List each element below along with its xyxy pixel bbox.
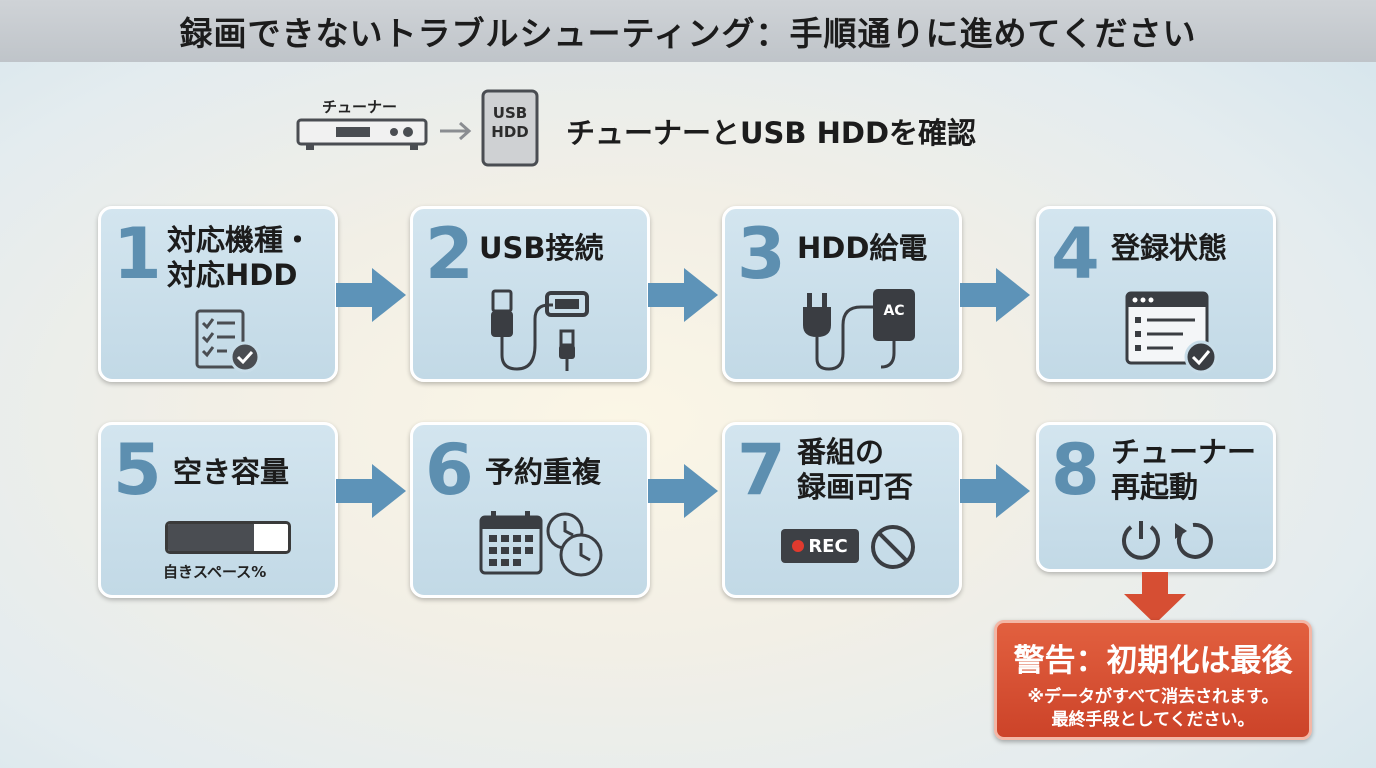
calendar-clock-icon <box>479 511 603 577</box>
step-number: 1 <box>113 213 162 295</box>
step-6: 6 予約重複 <box>410 422 650 598</box>
warning-title: 警告：初期化は最後 <box>1013 643 1293 679</box>
warning-arrow-icon <box>1124 572 1186 624</box>
step-number: 5 <box>113 429 162 511</box>
title-bar: 録画できないトラブルシューティング：手順通りに進めてください <box>0 0 1376 62</box>
flow-arrow-icon <box>960 464 1030 518</box>
step-label-line: 対応HDD <box>167 257 298 292</box>
flow-arrow-icon <box>648 464 718 518</box>
step-label: 登録状態 <box>1111 231 1227 266</box>
prohibited-icon <box>871 525 915 569</box>
power-plug-adapter-icon: AC <box>803 289 915 371</box>
tuner-icon <box>296 118 428 150</box>
step-2: 2 USB接続 <box>410 206 650 382</box>
page-title: 録画できないトラブルシューティング：手順通りに進めてください <box>179 14 1197 53</box>
step-label-line: 対応機種・ <box>167 223 313 257</box>
step-label-line: チューナー <box>1111 435 1257 469</box>
checklist-icon <box>195 309 261 373</box>
step-5: 5 空き容量 自きスペース% <box>98 422 338 598</box>
flow-arrow-icon <box>336 464 406 518</box>
step-number: 3 <box>737 213 786 295</box>
step-number: 4 <box>1051 213 1100 295</box>
step-label-line: HDD給電 <box>797 231 928 265</box>
step-number: 8 <box>1051 429 1100 511</box>
step-label: チューナー 再起動 <box>1111 435 1256 505</box>
warning-note-line: 最終手段としてください。 <box>1051 709 1255 730</box>
device-row: チューナー USB HDD チューナーとUSB HDDを確認 <box>296 88 1056 172</box>
step-number: 6 <box>425 429 474 511</box>
step-8: 8 チューナー 再起動 <box>1036 422 1276 572</box>
hdd-label-usb: USB <box>493 104 527 122</box>
hdd-label-hdd: HDD <box>491 123 528 141</box>
step-label: 予約重複 <box>485 455 601 490</box>
arrow-right-icon <box>440 121 472 141</box>
step-label-line: 空き容量 <box>173 455 290 489</box>
power-restart-icon <box>1122 521 1213 560</box>
registration-window-icon <box>1125 291 1218 374</box>
step-label: 対応機種・ 対応HDD <box>167 223 312 293</box>
step-label-line: 録画可否 <box>797 469 914 504</box>
step-number: 7 <box>737 429 786 511</box>
warning-note-line: ※データがすべて消去されます。 <box>1027 687 1279 707</box>
step-7: 7 番組の 録画可否 REC <box>722 422 962 598</box>
flow-arrow-icon <box>960 268 1030 322</box>
step-4: 4 登録状態 <box>1036 206 1276 382</box>
ac-label: AC <box>883 303 904 319</box>
step-label: 番組の 録画可否 <box>797 435 913 505</box>
usb-cable-icon <box>491 289 589 371</box>
step-label: HDD給電 <box>797 231 927 266</box>
step-label: USB接続 <box>479 231 604 266</box>
step-label-line: 番組の <box>797 435 885 469</box>
rec-badge: REC <box>781 529 859 563</box>
warning-box: 警告：初期化は最後 ※データがすべて消去されます。 最終手段としてください。 <box>994 620 1312 740</box>
step-1: 1 対応機種・ 対応HDD <box>98 206 338 382</box>
rec-dot-icon <box>792 540 805 552</box>
warning-note: ※データがすべて消去されます。 最終手段としてください。 <box>997 686 1309 732</box>
rec-label: REC <box>808 535 848 557</box>
capacity-fill <box>168 524 255 551</box>
step-number: 2 <box>425 213 474 295</box>
step-label-line: 再起動 <box>1111 469 1199 504</box>
usb-hdd-icon: USB HDD <box>481 89 539 167</box>
capacity-bar <box>165 521 291 554</box>
capacity-label: 自きスペース% <box>163 563 267 581</box>
device-caption: チューナーとUSB HDDを確認 <box>566 116 977 150</box>
step-label: 空き容量 <box>173 455 289 490</box>
flow-arrow-icon <box>648 268 718 322</box>
step-label-line: 登録状態 <box>1111 231 1228 265</box>
flow-arrow-icon <box>336 268 406 322</box>
tuner-label: チューナー <box>322 98 398 116</box>
step-label-line: 予約重複 <box>485 455 602 489</box>
step-3: 3 HDD給電 AC <box>722 206 962 382</box>
step-label-line: USB接続 <box>479 231 604 265</box>
